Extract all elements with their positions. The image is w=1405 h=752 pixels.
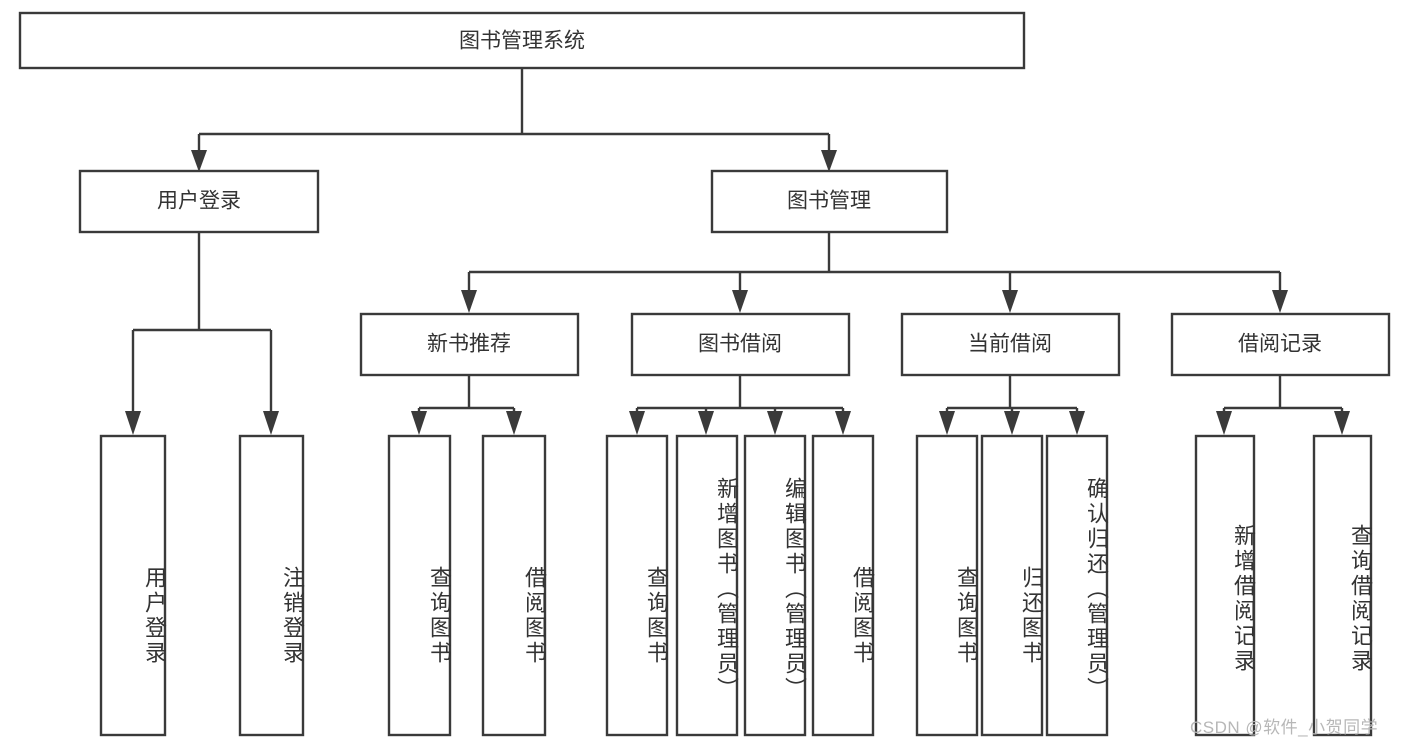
arrow-to-leaf3 — [411, 411, 427, 435]
node-bookmgmt-label: 图书管理 — [787, 190, 871, 213]
connector-login-bus — [131, 232, 273, 420]
node-borrow-box[interactable] — [630, 312, 851, 377]
csdn-watermark: CSDN @软件_小贺同学 — [1190, 718, 1379, 737]
connector-root-bus — [197, 68, 831, 158]
connector-record-bus — [1222, 375, 1344, 420]
node-root-box[interactable] — [18, 11, 1026, 70]
node-leaf4-box[interactable] — [481, 434, 547, 737]
node-leaf13-box[interactable] — [1312, 434, 1373, 737]
node-bookmgmt-box[interactable] — [710, 169, 949, 234]
arrow-to-leaf11 — [1069, 411, 1085, 435]
arrow-to-leaf12 — [1216, 411, 1232, 435]
node-root[interactable]: 图书管理系统 — [18, 11, 1026, 70]
arrow-to-bookmgmt — [821, 150, 837, 172]
node-leaf6-box[interactable] — [675, 434, 739, 737]
node-leaf7-box[interactable] — [743, 434, 807, 737]
node-record-label: 借阅记录 — [1238, 333, 1322, 356]
arrow-to-leaf5 — [629, 411, 645, 435]
node-login-box[interactable] — [78, 169, 320, 234]
arrow-to-login — [191, 150, 207, 172]
connector-bookmgmt-bus — [467, 232, 1282, 298]
node-leaf2-box[interactable] — [238, 434, 305, 737]
leaf-node-boxes — [99, 434, 1373, 737]
node-current-label: 当前借阅 — [968, 333, 1052, 356]
node-current[interactable]: 当前借阅 — [900, 312, 1121, 377]
node-bookmgmt[interactable]: 图书管理 — [710, 169, 949, 234]
arrow-to-newbook — [461, 290, 477, 313]
arrow-to-current — [1002, 290, 1018, 313]
node-newbook-box[interactable] — [359, 312, 580, 377]
node-current-box[interactable] — [900, 312, 1121, 377]
node-login-label: 用户登录 — [157, 190, 241, 213]
node-root-label: 图书管理系统 — [459, 30, 585, 53]
node-newbook-label: 新书推荐 — [427, 333, 511, 356]
arrow-to-leaf8 — [835, 411, 851, 435]
arrow-to-leaf1 — [125, 411, 141, 435]
arrow-to-record — [1272, 290, 1288, 313]
arrow-to-leaf10 — [1004, 411, 1020, 435]
node-record[interactable]: 借阅记录 — [1170, 312, 1391, 377]
node-leaf5-box[interactable] — [605, 434, 669, 737]
node-leaf12-box[interactable] — [1194, 434, 1256, 737]
node-leaf1-box[interactable] — [99, 434, 167, 737]
node-leaf9-box[interactable] — [915, 434, 979, 737]
node-newbook[interactable]: 新书推荐 — [359, 312, 580, 377]
arrow-to-leaf6 — [698, 411, 714, 435]
node-record-box[interactable] — [1170, 312, 1391, 377]
node-leaf10-box[interactable] — [980, 434, 1044, 737]
connector-borrow-bus — [635, 375, 845, 420]
arrow-to-leaf13 — [1334, 411, 1350, 435]
arrow-to-leaf2 — [263, 411, 279, 435]
node-borrow-label: 图书借阅 — [698, 333, 782, 356]
node-leaf8-box[interactable] — [811, 434, 875, 737]
arrow-to-borrow — [732, 290, 748, 313]
node-leaf11-box[interactable] — [1045, 434, 1109, 737]
node-leaf3-box[interactable] — [387, 434, 452, 737]
node-borrow[interactable]: 图书借阅 — [630, 312, 851, 377]
arrow-to-leaf4 — [506, 411, 522, 435]
arrow-to-leaf7 — [767, 411, 783, 435]
node-login[interactable]: 用户登录 — [78, 169, 320, 234]
connector-layer — [125, 68, 1350, 435]
connector-newbook-bus — [417, 375, 516, 420]
arrow-to-leaf9 — [939, 411, 955, 435]
